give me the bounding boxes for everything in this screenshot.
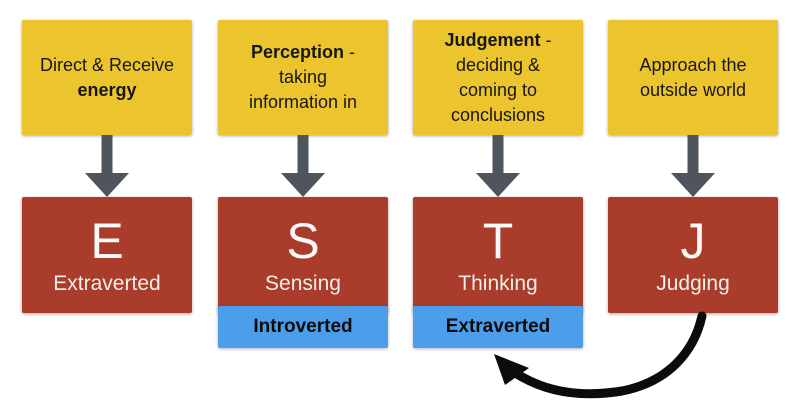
description-box-energy: Direct & Receive energy <box>22 20 192 135</box>
letter: S <box>286 213 320 269</box>
description-line: coming to <box>459 78 537 103</box>
arrow-stem <box>492 135 504 176</box>
letter-box-t: T Thinking <box>413 197 583 313</box>
description-text-bold: Judgement <box>444 29 541 50</box>
column-outside-world: Approach the outside world J Judging <box>608 20 778 400</box>
description-box-outside-world: Approach the outside world <box>608 20 778 135</box>
description-text: outside world <box>639 79 747 100</box>
description-text-bold: Perception <box>250 42 345 62</box>
description-box-perception: Perception - taking information in <box>218 20 388 135</box>
description-line: conclusions <box>451 103 545 128</box>
description-line: Direct & Receive <box>40 53 174 78</box>
letter: T <box>482 213 514 269</box>
description-text-bold: energy <box>77 79 137 100</box>
description-line: Approach the <box>639 53 746 78</box>
description-text: - <box>540 29 552 50</box>
description-line: taking <box>279 65 327 90</box>
column-judgement: Judgement - deciding & coming to conclus… <box>413 20 583 400</box>
trait-label: Judging <box>656 272 730 295</box>
description-text: - <box>344 42 356 62</box>
trait-label: Thinking <box>458 272 538 295</box>
down-arrow-icon <box>671 135 715 197</box>
letter: E <box>90 213 124 269</box>
arrow-stem <box>101 135 113 176</box>
description-text: Approach the <box>639 54 747 75</box>
description-text: deciding & <box>455 54 541 75</box>
letter-box-j: J Judging <box>608 197 778 313</box>
down-arrow-icon <box>85 135 129 197</box>
letter-box-s: S Sensing <box>218 197 388 313</box>
trait-label: Sensing <box>265 272 341 295</box>
column-perception: Perception - taking information in S Sen… <box>218 20 388 400</box>
down-arrow-icon <box>281 135 325 197</box>
letter: J <box>680 213 706 269</box>
description-line: energy <box>77 78 136 103</box>
description-text: conclusions <box>450 104 546 125</box>
description-line: Judgement - <box>444 28 551 53</box>
description-text: Direct & Receive <box>39 54 175 75</box>
description-text: taking <box>278 67 328 87</box>
description-box-judgement: Judgement - deciding & coming to conclus… <box>413 20 583 135</box>
description-line: outside world <box>640 78 746 103</box>
description-line: information in <box>249 90 357 115</box>
arrow-stem <box>687 135 699 176</box>
description-line: deciding & <box>456 53 540 78</box>
arrow-head <box>281 173 325 197</box>
description-text: coming to <box>458 79 538 100</box>
description-line: Perception - <box>251 40 355 65</box>
trait-label: Extraverted <box>53 272 161 295</box>
column-energy: Direct & Receive energy E Extraverted <box>22 20 192 400</box>
arrow-head <box>476 173 520 197</box>
arrow-stem <box>297 135 309 176</box>
attitude-badge: Introverted <box>218 306 388 348</box>
arrow-head <box>85 173 129 197</box>
letter-box-e: E Extraverted <box>22 197 192 313</box>
down-arrow-icon <box>476 135 520 197</box>
attitude-badge: Extraverted <box>413 306 583 348</box>
description-text: information in <box>248 92 358 112</box>
arrow-head <box>671 173 715 197</box>
